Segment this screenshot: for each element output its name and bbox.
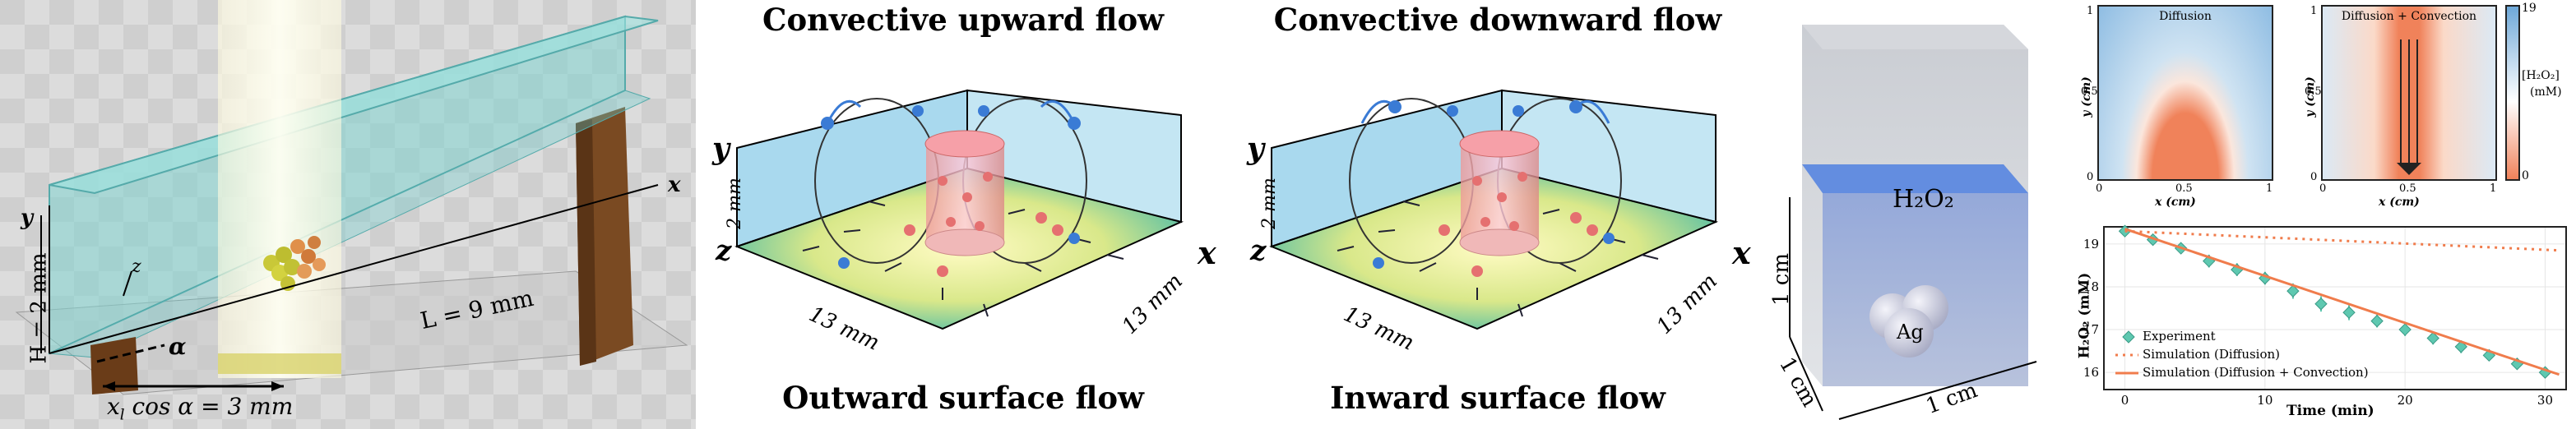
panel-cuvette: H₂O₂ Ag 1 cm 1 cm 1 cm: [1765, 0, 2064, 429]
axis-x-label: x: [1732, 234, 1751, 271]
sim-diffusion-line: [2124, 229, 2560, 252]
y-tick-label: 17: [2083, 322, 2099, 337]
experiment-point: [2314, 298, 2328, 311]
height-dim-label: 2 mm: [1258, 178, 1280, 229]
plot-frame: [2103, 226, 2567, 390]
chart-xlabel: Time (min): [2286, 403, 2374, 419]
panel-downward-flow: Convective downward flow y z x 2 mm 13 m…: [1230, 0, 1765, 429]
axis-y-label: y: [21, 205, 34, 230]
axis-y-label: y: [1247, 131, 1264, 166]
decay-chart: 0 10 20 30 16 17 18 19: [2083, 224, 2567, 408]
angle-baseline: [96, 344, 165, 363]
colorbar-min: 0: [2522, 169, 2529, 182]
map-diffusion-convection: Diffusion + Convection: [2321, 5, 2497, 181]
reactive-particles: [1439, 172, 1598, 277]
experiment-point: [2426, 331, 2439, 345]
particle-label: Ag: [1897, 321, 1924, 344]
x-tick-label: 30: [2537, 393, 2553, 408]
map-left-title: Diffusion: [2159, 10, 2212, 23]
panel-decay-chart: 0 10 20 30 16 17 18 19 H₂O₂ (mM) Time (min) Exp…: [2064, 215, 2576, 429]
tilted-capillary-illustration: [0, 0, 696, 429]
experiment-point: [2370, 314, 2384, 328]
upward-flow-illustration: [734, 89, 1184, 330]
experiment-point: [2342, 306, 2356, 319]
light-beam: [218, 0, 341, 378]
x-tick-label: 10: [2257, 393, 2273, 408]
x-tick-label: 20: [2398, 393, 2413, 408]
axis-z-label: z: [716, 234, 732, 267]
sim-convection-line: [2124, 228, 2560, 376]
cuvette-illustration: [1789, 25, 2037, 420]
legend-experiment: Experiment: [2143, 329, 2216, 344]
reactive-particles: [904, 172, 1063, 277]
panel-tilted-capillary: y x z H = 2 mm L = 9 mm α xl cos α = 3 m…: [0, 0, 696, 429]
axis-z-label: z: [132, 256, 141, 277]
legend-sim-diffusion: Simulation (Diffusion): [2143, 347, 2281, 362]
axis-x-label: x: [668, 173, 681, 197]
liquid-label: H₂O₂: [1893, 185, 1954, 214]
map-right-title: Diffusion + Convection: [2341, 10, 2477, 23]
map-left-xlabel: x (cm): [2155, 196, 2196, 209]
z-axis-arrow: [123, 270, 132, 297]
map-diffusion: Diffusion: [2097, 5, 2273, 181]
y-tick-label: 18: [2083, 279, 2099, 294]
colorbar-label-2: (mM): [2530, 85, 2562, 99]
legend-marker-experiment: [2122, 330, 2135, 344]
downward-flow-title: Convective downward flow: [1273, 2, 1722, 38]
height-dim-label: 2 mm: [724, 178, 745, 229]
liquid-surface: [1802, 164, 2028, 193]
panel-upward-flow: Convective upward flow: [696, 0, 1230, 429]
colorbar-label-1: [H₂O₂]: [2522, 69, 2560, 82]
x-tick-label: 0: [2121, 393, 2129, 408]
outward-surface-title: Outward surface flow: [782, 380, 1144, 416]
map-right-xlabel: x (cm): [2379, 196, 2420, 209]
angle-label: α: [169, 333, 187, 360]
glass-plate: [15, 270, 688, 395]
downward-flow-illustration: [1269, 89, 1719, 330]
x-axis-arrow: [49, 184, 659, 354]
experiment-point: [2286, 284, 2300, 298]
colorbar-max: 19: [2522, 2, 2537, 15]
surface-arrows: [802, 201, 1124, 317]
y-tick-label: 19: [2083, 237, 2099, 251]
height-label: H = 2 mm: [26, 252, 52, 364]
particle-cluster: [263, 236, 326, 291]
experiment-point: [2398, 323, 2412, 336]
upward-flow-title: Convective upward flow: [762, 2, 1164, 38]
y-tick-label: 16: [2083, 365, 2099, 380]
axis-x-label: x: [1198, 234, 1216, 271]
panel-concentration-maps: Diffusion Diffusion + Convection 19 0 [H…: [2079, 2, 2562, 209]
depth-dimension: [1789, 336, 1823, 412]
axis-y-label: y: [712, 131, 730, 166]
wooden-support-left: [90, 337, 138, 394]
chart-ylabel: H₂O₂ (mM): [2076, 272, 2093, 359]
offset-label: xl cos α = 3 mm: [107, 393, 294, 424]
height-dim-label: 1 cm: [1769, 252, 1795, 307]
width-dimension: [1838, 361, 2037, 420]
legend-sim-convection: Simulation (Diffusion + Convection): [2143, 365, 2369, 380]
axis-z-label: z: [1250, 234, 1267, 267]
inward-surface-title: Inward surface flow: [1330, 380, 1666, 416]
colorbar: [2505, 5, 2520, 181]
flow-arrows-map: [2397, 39, 2421, 175]
